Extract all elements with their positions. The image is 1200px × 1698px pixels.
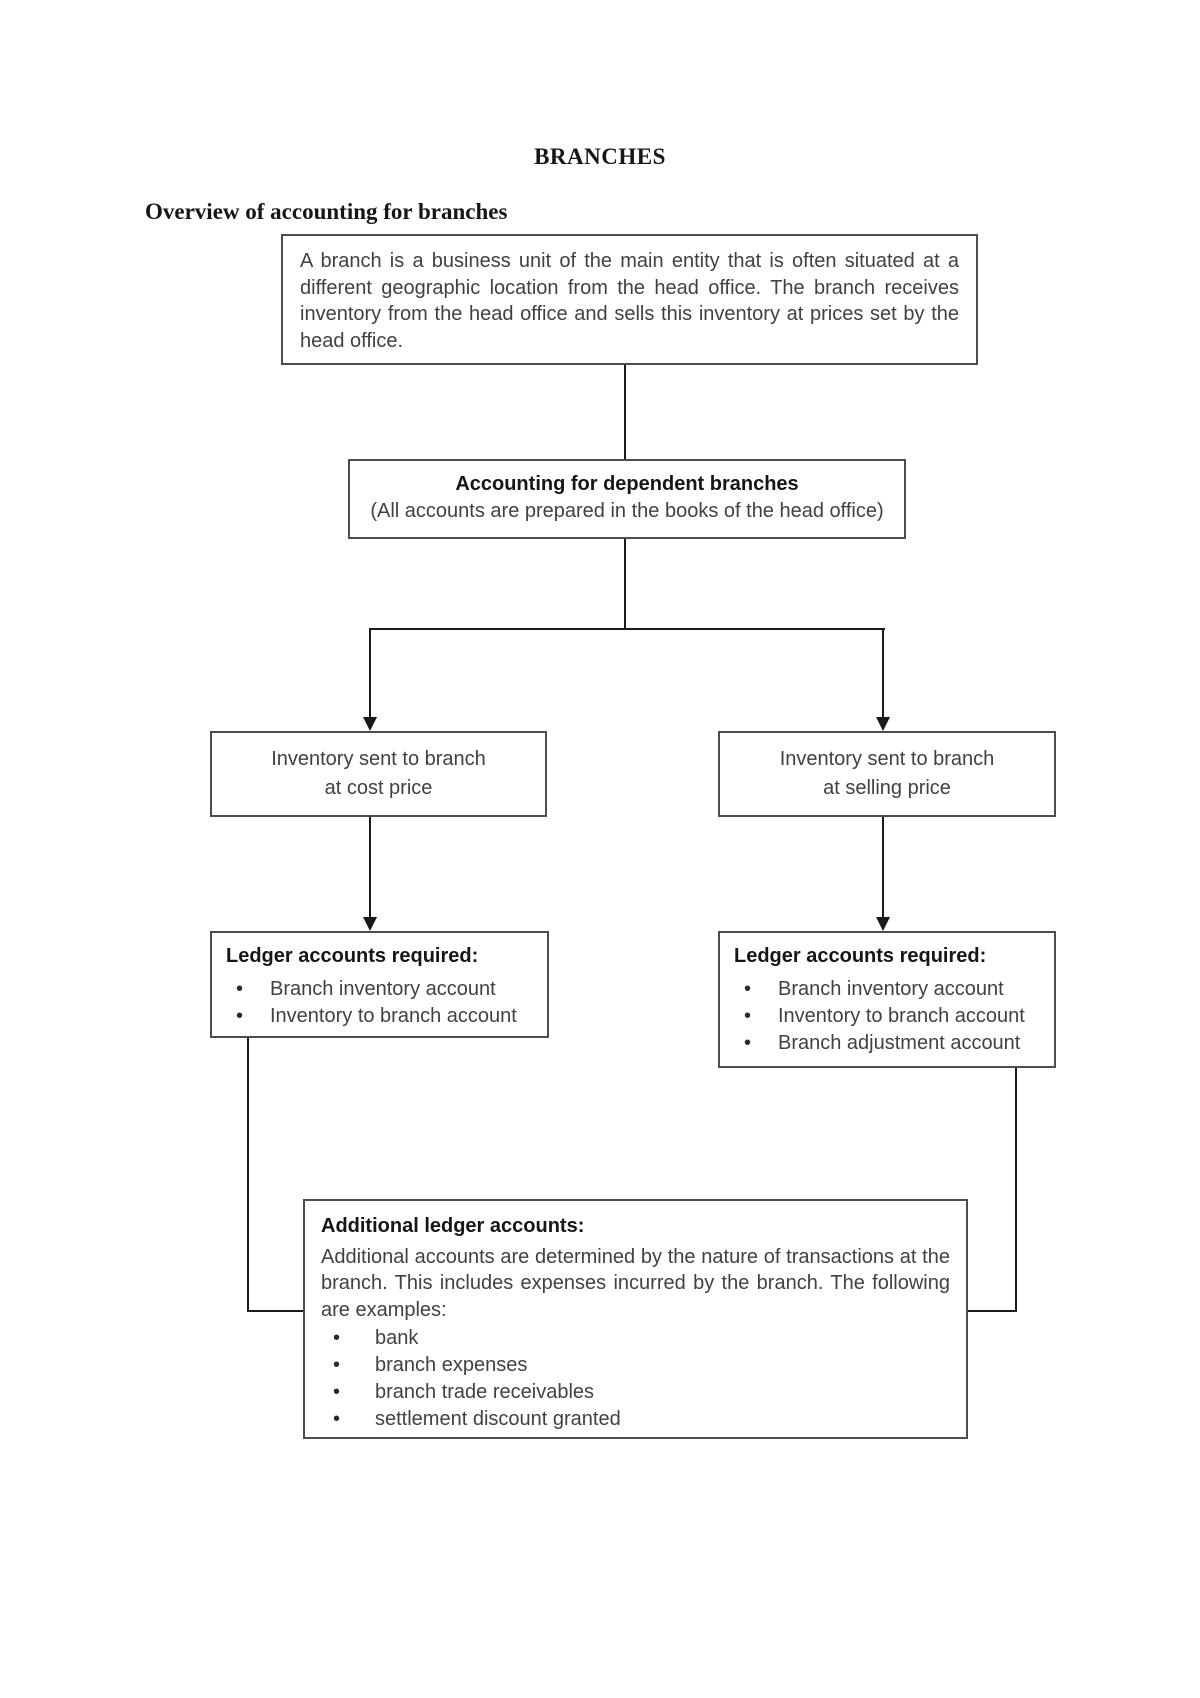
bullet-icon <box>333 1325 349 1352</box>
bullet-icon <box>333 1379 349 1406</box>
connector-drop-right <box>882 628 884 718</box>
intro-text: A branch is a business unit of the main … <box>300 250 959 352</box>
cost-box-line1: Inventory sent to branch <box>271 748 486 770</box>
arrowhead-left-icon <box>363 717 377 731</box>
bullet-icon <box>333 1406 349 1433</box>
list-item: bank <box>321 1325 950 1352</box>
connector-left-into-box <box>247 1310 303 1312</box>
list-item: Inventory to branch account <box>226 1003 533 1030</box>
ledger-cost-list: Branch inventory account Inventory to br… <box>226 976 533 1030</box>
connector-dependent-stem <box>624 539 626 629</box>
list-item: Inventory to branch account <box>734 1003 1040 1030</box>
bullet-icon <box>744 976 760 1003</box>
additional-ledger-box: Additional ledger accounts: Additional a… <box>303 1199 968 1439</box>
list-item-label: Branch adjustment account <box>778 1031 1021 1054</box>
list-item: Branch adjustment account <box>734 1030 1040 1057</box>
arrowhead-right-icon <box>876 717 890 731</box>
ledger-accounts-selling-box: Ledger accounts required: Branch invento… <box>718 931 1056 1068</box>
ledger-selling-list: Branch inventory account Inventory to br… <box>734 976 1040 1057</box>
connector-selling-to-ledger <box>882 817 884 918</box>
list-item-label: branch expenses <box>375 1354 528 1377</box>
dependent-branches-box: Accounting for dependent branches (All a… <box>348 459 906 539</box>
bullet-icon <box>744 1003 760 1030</box>
dependent-box-title: Accounting for dependent branches <box>455 473 799 495</box>
list-item-label: settlement discount granted <box>375 1408 621 1431</box>
additional-list: bank branch expenses branch trade receiv… <box>321 1325 950 1433</box>
connector-right-into-box <box>966 1310 1017 1312</box>
section-heading: Overview of accounting for branches <box>145 199 508 224</box>
connector-drop-left <box>369 628 371 718</box>
list-item: branch trade receivables <box>321 1379 950 1406</box>
selling-price-box: Inventory sent to branch at selling pric… <box>718 731 1056 817</box>
list-item: Branch inventory account <box>226 976 533 1003</box>
arrowhead-selling-ledger-icon <box>876 917 890 931</box>
bullet-icon <box>236 1003 252 1030</box>
list-item-label: Branch inventory account <box>270 977 496 1000</box>
additional-text: Additional accounts are determined by th… <box>321 1245 950 1321</box>
list-item-label: Inventory to branch account <box>270 1004 517 1027</box>
list-item: settlement discount granted <box>321 1406 950 1433</box>
connector-intro-to-dependent <box>624 365 626 459</box>
list-item-label: Branch inventory account <box>778 977 1004 1000</box>
cost-price-box: Inventory sent to branch at cost price <box>210 731 547 817</box>
ledger-selling-heading: Ledger accounts required: <box>734 945 987 967</box>
connector-tree-bar <box>369 628 885 630</box>
list-item: branch expenses <box>321 1352 950 1379</box>
list-item-label: Inventory to branch account <box>778 1004 1025 1027</box>
selling-box-line1: Inventory sent to branch <box>779 748 995 770</box>
connector-left-down <box>247 1038 249 1312</box>
list-item-label: bank <box>375 1327 419 1350</box>
dependent-box-subtitle: (All accounts are prepared in the books … <box>370 499 884 522</box>
intro-box: A branch is a business unit of the main … <box>281 234 978 365</box>
ledger-accounts-cost-box: Ledger accounts required: Branch invento… <box>210 931 549 1038</box>
connector-right-down <box>1015 1068 1017 1312</box>
cost-box-line2: at cost price <box>324 777 433 799</box>
list-item-label: branch trade receivables <box>375 1381 595 1404</box>
page-title: BRANCHES <box>534 144 666 169</box>
selling-box-line2: at selling price <box>823 777 951 799</box>
bullet-icon <box>236 976 252 1003</box>
ledger-cost-heading: Ledger accounts required: <box>226 945 479 967</box>
bullet-icon <box>744 1030 760 1057</box>
arrowhead-cost-ledger-icon <box>363 917 377 931</box>
list-item: Branch inventory account <box>734 976 1040 1003</box>
connector-cost-to-ledger <box>369 817 371 918</box>
bullet-icon <box>333 1352 349 1379</box>
additional-heading: Additional ledger accounts: <box>321 1215 585 1237</box>
